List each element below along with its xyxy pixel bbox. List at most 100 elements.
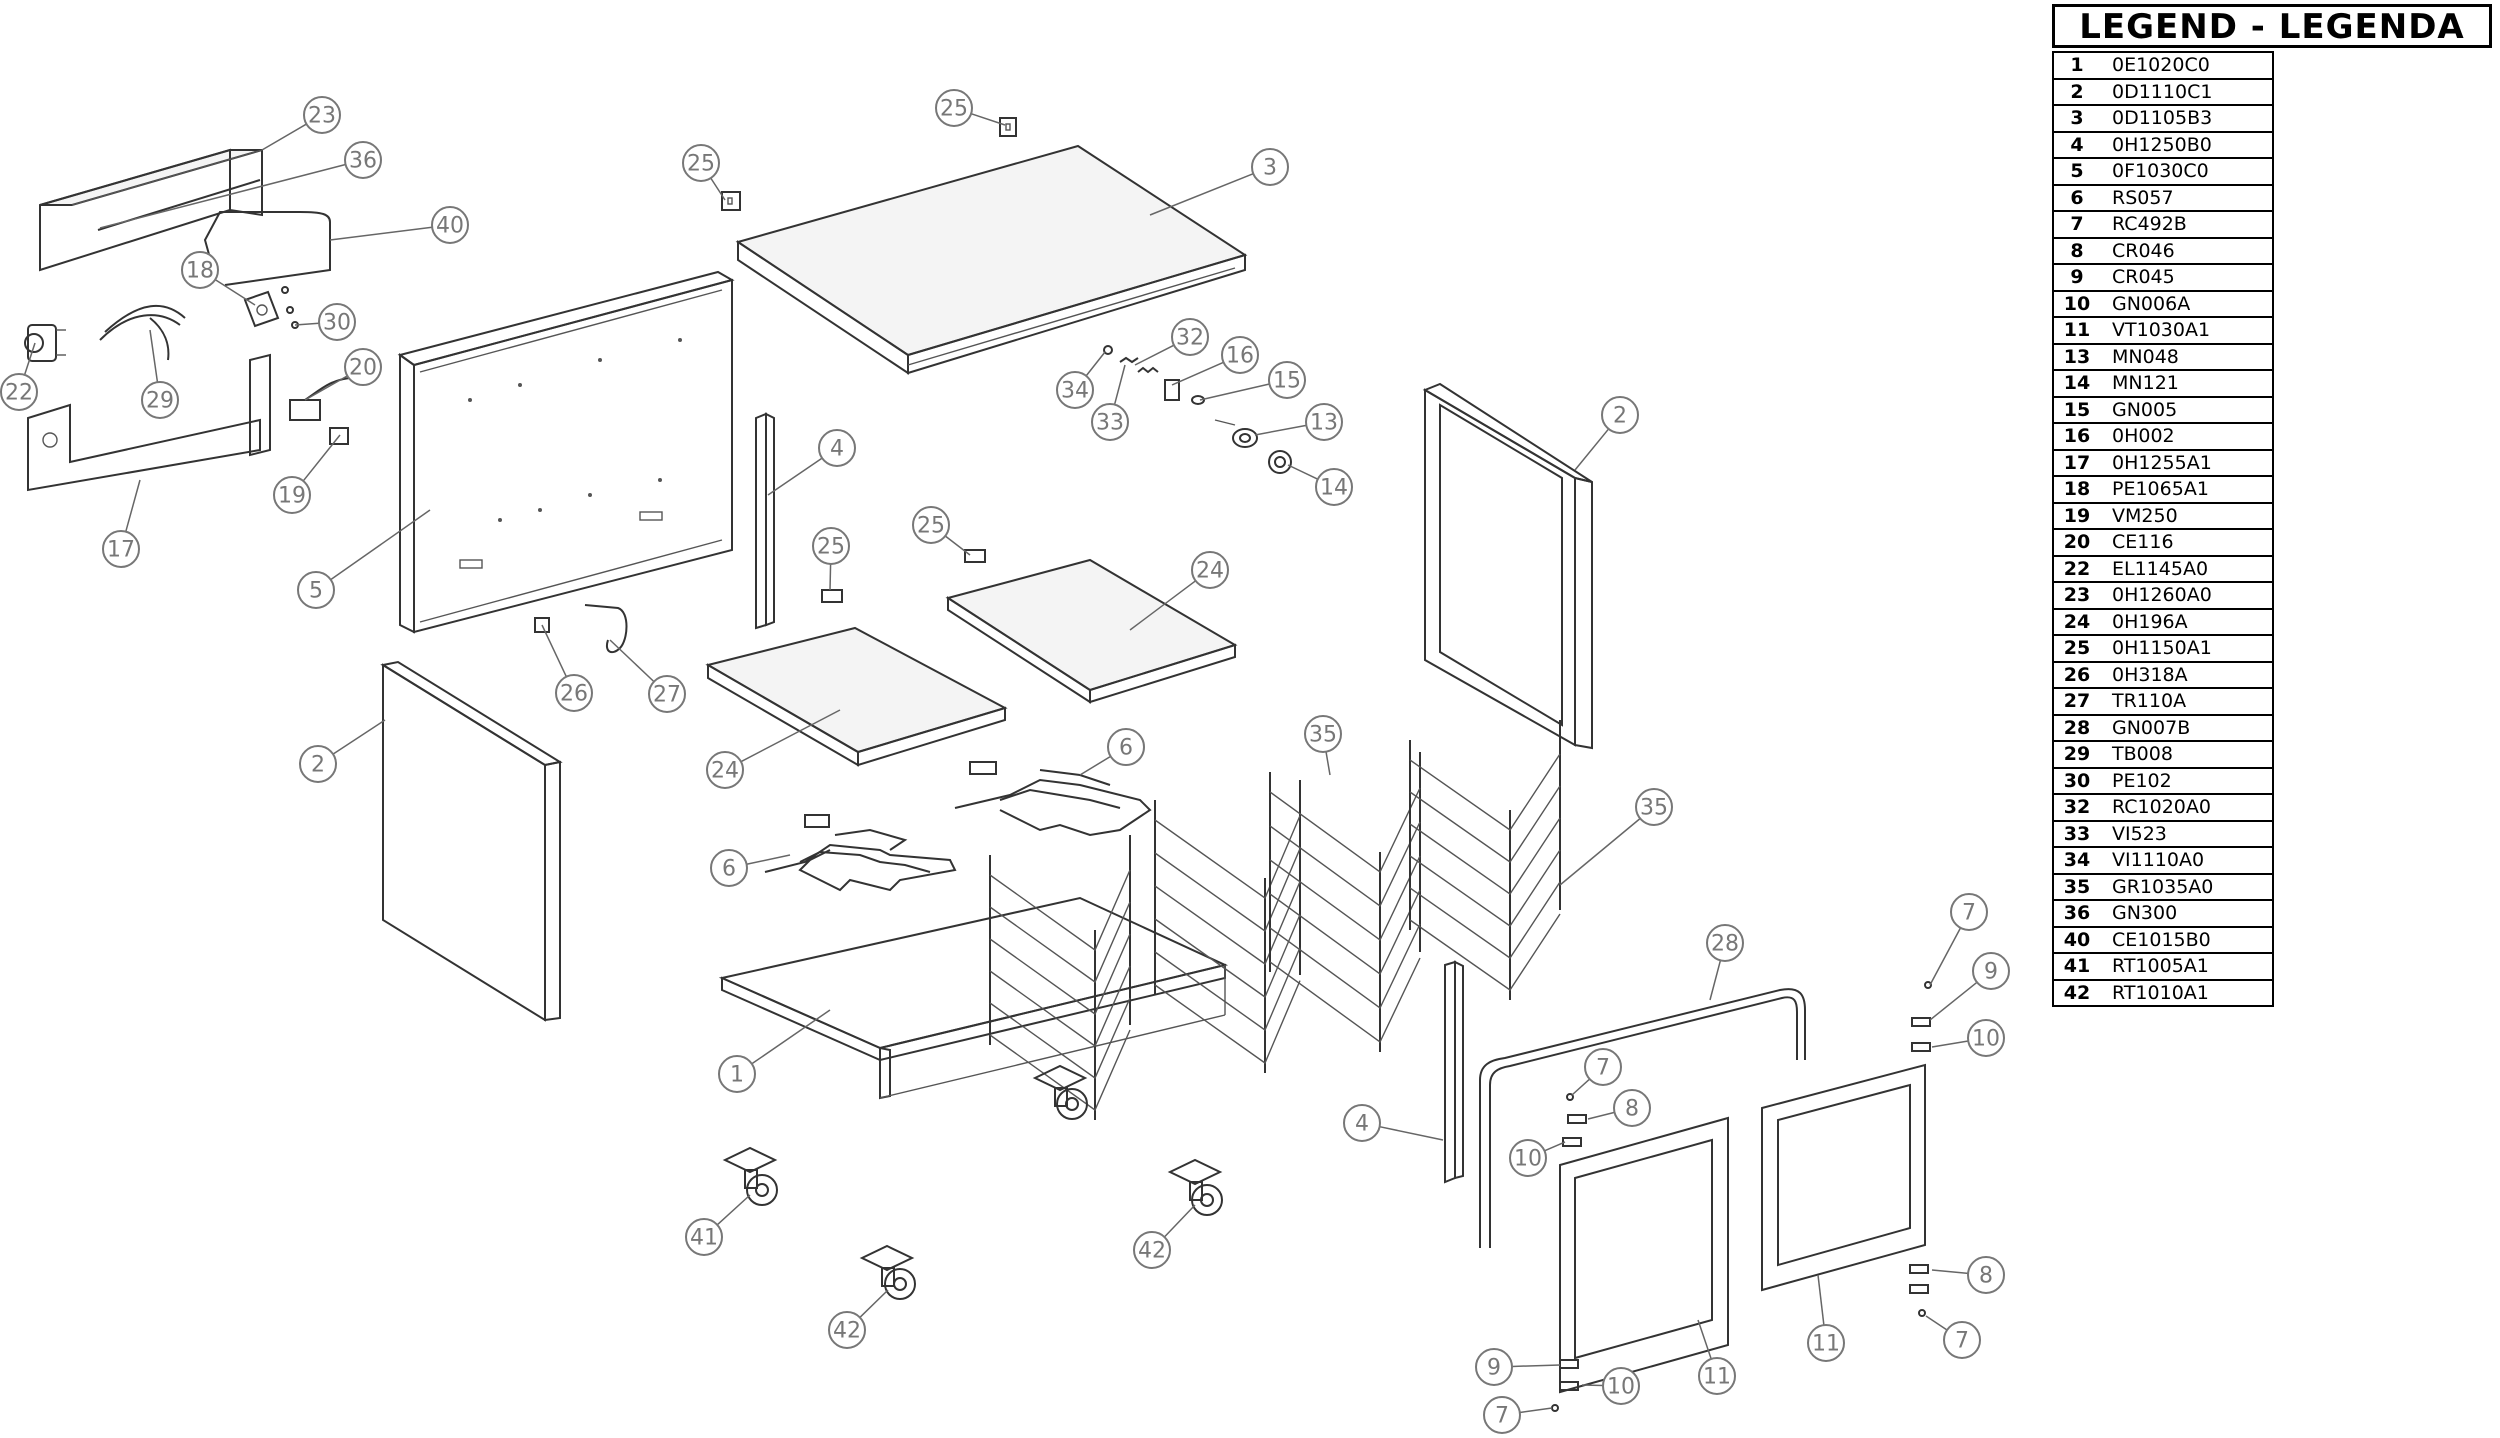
part-25-hinge-top [999,117,1017,137]
callout-circle [1602,1367,1640,1405]
part-42-caster-c [1032,1064,1088,1120]
callout-label: 5 [309,579,323,604]
part-25-hinge-mid [821,589,843,603]
legend-part-code: 0D1105B3 [2100,105,2274,133]
part-6-heater-left [764,814,957,892]
legend-part-number: 9 [2052,264,2100,292]
callout-label: 9 [1487,1356,1501,1381]
callout-circle [1171,318,1209,356]
callout-leader [304,375,348,401]
callout-leader [859,1289,889,1318]
legend-part-number: 14 [2052,370,2100,398]
callout-circle [912,506,950,544]
legend-part-code: 0H002 [2100,423,2274,451]
callout-leader [1171,361,1224,386]
legend-part-code: GN006A [2100,290,2274,318]
callout-circle [1972,952,2010,990]
part-4-rail-left [755,412,775,630]
callout-circle [1133,1231,1171,1269]
callout-label: 40 [436,214,464,239]
callout-leader [944,535,971,556]
part-11-door-right [1761,1063,1926,1292]
callout-circle [818,429,856,467]
legend-part-code: 0F1030C0 [2100,158,2274,186]
callout-circle [0,373,38,411]
callout-label: 25 [940,97,968,122]
callout-label: 4 [1355,1112,1369,1137]
callout-leader [1931,1040,1969,1048]
callout-leader [1163,1204,1196,1238]
legend-part-number: 11 [2052,317,2100,345]
callout-circle [1251,148,1289,186]
callout-circle [812,527,850,565]
callout-circle [710,849,748,887]
legend-part-code: CE116 [2100,529,2274,557]
callout-circle [1613,1089,1651,1127]
callout-circle [344,141,382,179]
callout-circle [1967,1256,2005,1294]
callout-leader [1379,1125,1444,1141]
part-35-rack-3 [1269,752,1421,1052]
legend-part-number: 3 [2052,105,2100,133]
legend-part-number: 29 [2052,741,2100,769]
part-42-caster-b [859,1244,916,1300]
callout-circle [431,206,469,244]
legend-part-number: 1 [2052,51,2100,80]
part-7-screws [1551,981,1932,1412]
part-35-rack-4 [1409,720,1561,1000]
callout-label: 8 [1979,1264,1993,1289]
part-15-washer [1191,395,1205,405]
callout-label: 18 [186,259,214,284]
callout-leader [1929,981,1978,1021]
callout-leader [716,1194,751,1226]
callout-leader [294,322,320,326]
legend-part-code: VI523 [2100,820,2274,848]
legend-part-number: 8 [2052,237,2100,265]
legend-part-number: 19 [2052,502,2100,530]
legend-part-code: RT1005A1 [2100,953,2274,981]
callout-leader [1511,1364,1561,1368]
legend-part-code: EL1145A0 [2100,555,2274,583]
legend-part-code: 0E1020C0 [2100,51,2274,80]
part-2-side-panel-left [380,660,563,1022]
callout-label: 7 [1495,1404,1509,1429]
callout-leader [1581,1384,1604,1387]
callout-leader [1931,1269,1969,1275]
part-32-spring [1137,366,1159,374]
callout-circle [555,674,593,712]
callout-leader [1925,1315,1948,1331]
legend-part-number: 30 [2052,767,2100,795]
callout-circle [318,303,356,341]
callout-circle [1475,1348,1513,1386]
legend-part-number: 34 [2052,847,2100,875]
callout-circle [181,251,219,289]
part-19-fitting [329,427,349,445]
callout-circle [682,144,720,182]
callout-label: 19 [278,484,306,509]
part-42-caster-a [1167,1158,1223,1216]
callout-leader [970,112,1006,126]
legend-part-number: 5 [2052,158,2100,186]
part-33-spring [1119,356,1139,364]
legend-part-number: 41 [2052,953,2100,981]
callout-leader [1254,424,1307,436]
legend-part-code: 0H1260A0 [2100,582,2274,610]
part-3-top-plate [735,144,1248,375]
part-24-tray-left [705,626,1008,767]
callout-leader [1929,927,1962,986]
legend-part-code: 0H318A [2100,661,2274,689]
callout-leader [1587,1111,1615,1120]
